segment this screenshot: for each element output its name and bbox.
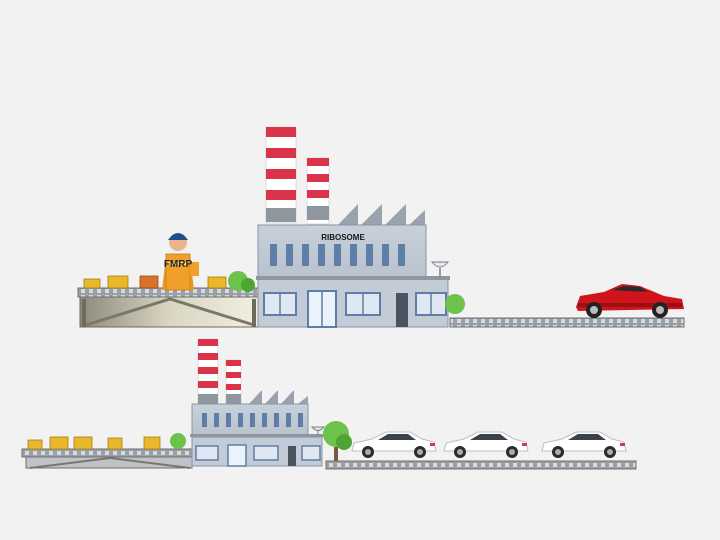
box-icon [83, 278, 101, 289]
tree-icon [241, 278, 255, 292]
chimney-icon [306, 157, 330, 225]
sedan-icon [443, 431, 529, 458]
box-icon [107, 437, 123, 450]
chimney-icon [265, 126, 297, 224]
conveyor-belt-left-bottom [21, 448, 197, 469]
box-icon [73, 436, 93, 450]
factory-bottom [190, 338, 326, 467]
chimney-icon [197, 338, 219, 404]
boxes-top [83, 275, 227, 289]
tree-icon [323, 421, 352, 463]
sports-car-icon [576, 284, 684, 318]
sedan-icon [351, 431, 437, 458]
box-icon [49, 436, 69, 450]
conveyor-belt-right-top [449, 317, 685, 328]
conveyor-belt-left-top [77, 287, 261, 328]
box-icon [139, 275, 159, 289]
box-icon [107, 275, 129, 289]
satellite-dish-icon [310, 426, 326, 436]
conveyor-belt-right-bottom [325, 460, 637, 470]
satellite-dish-icon [430, 261, 450, 277]
sedan-icon [541, 431, 627, 458]
tree-icon [170, 433, 186, 449]
box-icon [143, 436, 161, 450]
worker-label: FMRP [164, 259, 193, 270]
factory-label: RIBOSOME [321, 233, 365, 242]
worker-icon: FMRP [162, 233, 199, 291]
chimney-icon [225, 359, 242, 405]
box-icon [27, 439, 43, 450]
boxes-bottom [27, 436, 161, 450]
factory-top: RIBOSOME [256, 126, 450, 328]
tree-icon [445, 294, 465, 314]
box-icon [207, 276, 227, 289]
